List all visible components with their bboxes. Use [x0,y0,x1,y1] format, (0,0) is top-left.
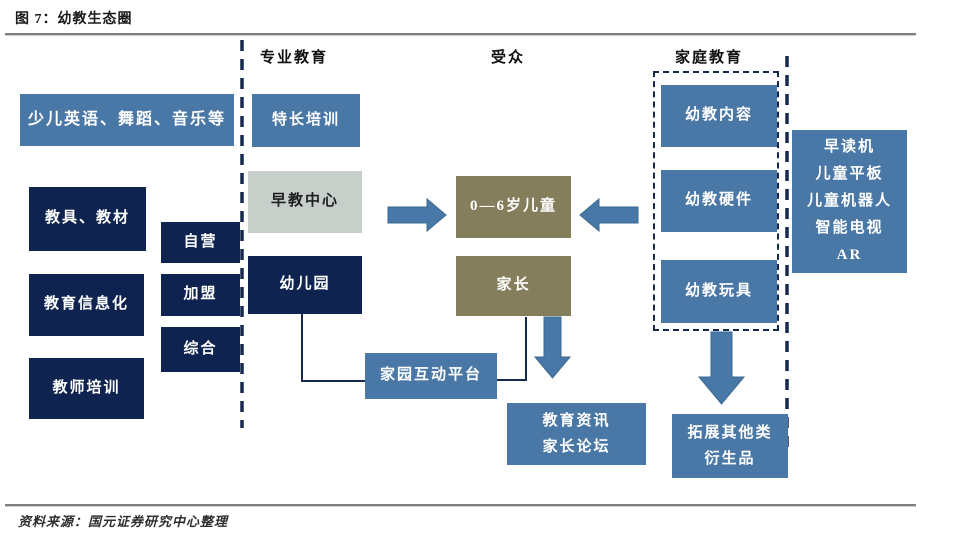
box-education-informatization: 教育信息化 [29,274,144,336]
box-self-operated: 自营 [161,222,240,263]
top-rule [5,33,916,36]
box-preschool-toys: 幼教玩具 [661,260,777,323]
box-children-0-6: 0—6岁儿童 [456,176,571,238]
box-comprehensive: 综合 [161,327,240,372]
info-forum-line: 家长论坛 [542,439,611,455]
device-item: AR [836,247,863,263]
info-forum-line: 教育资讯 [542,413,611,429]
family-education-dashed-frame [653,71,779,331]
box-franchise: 加盟 [161,274,240,316]
header-audience: 受众 [491,49,526,66]
box-specialty-training: 特长培训 [252,94,360,147]
box-education-info-forum: 教育资讯 家长论坛 [507,403,646,465]
header-family-education: 家庭教育 [675,49,744,66]
parents-platform-connector [497,317,527,381]
header-professional-education: 专业教育 [260,49,329,66]
device-item: 智能电视 [815,220,884,236]
device-item: 早读机 [823,139,875,155]
box-device-list: 早读机 儿童平板 儿童机器人 智能电视 AR [792,130,907,273]
box-home-school-platform: 家园互动平台 [365,353,497,399]
arrow-toys-down-icon [697,331,746,405]
source-note: 资料来源：国元证券研究中心整理 [18,514,229,529]
box-children-categories: 少儿英语、舞蹈、音乐等 [20,94,234,146]
arrow-parents-down-icon [533,316,572,379]
box-derivatives: 拓展其他类 衍生品 [672,414,788,478]
derivatives-line: 拓展其他类 [687,425,773,441]
box-parents: 家长 [456,256,571,316]
derivatives-line: 衍生品 [704,451,756,467]
box-teacher-training: 教师培训 [29,358,144,419]
device-item: 儿童机器人 [806,193,892,209]
box-preschool-hardware: 幼教硬件 [661,170,777,232]
box-teaching-aids: 教具、教材 [29,187,146,251]
kindergarten-platform-connector [301,314,365,382]
box-preschool-content: 幼教内容 [661,85,777,147]
box-kindergarten: 幼儿园 [248,256,362,314]
box-early-education-center: 早教中心 [248,171,362,233]
arrow-right-to-children-icon [387,197,447,233]
figure-title: 图 7：幼教生态圈 [15,12,133,27]
device-item: 儿童平板 [815,166,884,182]
bottom-rule [5,504,916,507]
arrow-left-to-children-icon [579,197,639,233]
